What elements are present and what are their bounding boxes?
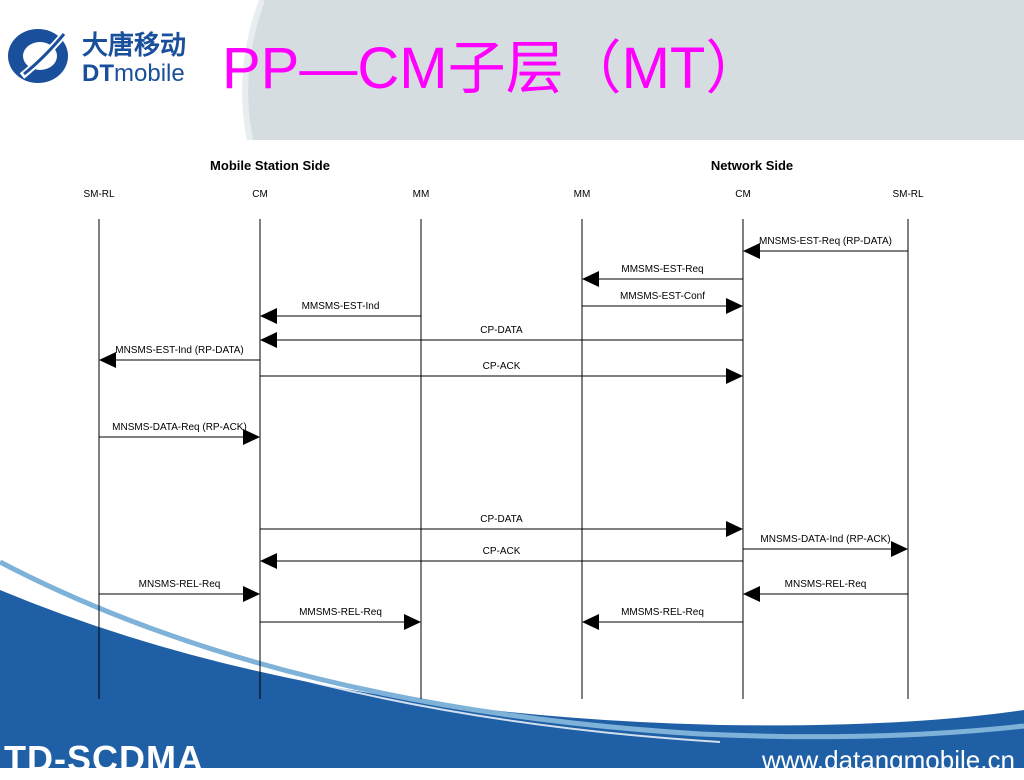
footer-background — [0, 559, 1024, 768]
message-arrow: MNSMS-DATA-Req (RP-ACK) — [99, 422, 260, 445]
message-label: CP-ACK — [483, 546, 521, 557]
message-label: CP-DATA — [480, 325, 523, 336]
message-arrow: MNSMS-REL-Req — [743, 579, 908, 602]
lane-label-cm: CM — [735, 189, 751, 200]
message-arrow: MMSMS-EST-Conf — [582, 291, 743, 314]
message-arrow: MMSMS-REL-Req — [582, 607, 743, 630]
message-arrow: MNSMS-EST-Ind (RP-DATA) — [99, 345, 260, 368]
arrowhead-icon — [743, 243, 760, 259]
arrowhead-icon — [260, 308, 277, 324]
message-arrow: MNSMS-DATA-Ind (RP-ACK) — [743, 534, 908, 557]
arrowhead-icon — [582, 271, 599, 287]
message-arrow: MMSMS-REL-Req — [260, 607, 421, 630]
message-arrow: MMSMS-EST-Ind — [260, 301, 421, 324]
arrowhead-icon — [243, 429, 260, 445]
message-arrow: CP-ACK — [260, 546, 743, 569]
message-label: MNSMS-DATA-Req (RP-ACK) — [112, 422, 247, 433]
message-label: MNSMS-DATA-Ind (RP-ACK) — [760, 534, 890, 545]
message-label: CP-ACK — [483, 361, 521, 372]
logo-mobile-text: mobile — [114, 60, 185, 87]
lane-label-sm-rl: SM-RL — [892, 189, 924, 200]
arrowhead-icon — [404, 614, 421, 630]
message-arrow: MNSMS-EST-Req (RP-DATA) — [743, 236, 908, 259]
logo-wordmark: 大唐移动 DTmobile — [82, 30, 186, 87]
logo-mark-icon — [8, 29, 69, 83]
arrowhead-icon — [243, 586, 260, 602]
network-side-label: Network Side — [711, 158, 793, 173]
message-label: MMSMS-REL-Req — [621, 607, 704, 618]
svg-text:DTmobile: DTmobile — [82, 60, 185, 87]
arrowhead-icon — [582, 614, 599, 630]
message-arrow: MMSMS-EST-Req — [582, 264, 743, 287]
footer-brand: TD-SCDMA — [4, 738, 204, 779]
message-label: MMSMS-EST-Req — [621, 264, 703, 275]
lane-label-sm-rl: SM-RL — [83, 189, 115, 200]
arrowhead-icon — [260, 553, 277, 569]
lane-label-mm: MM — [413, 189, 430, 200]
message-arrow: CP-ACK — [260, 361, 743, 384]
logo-dt-text: DT — [82, 60, 114, 87]
header: 大唐移动 DTmobile PP—CM子层（MT） — [0, 0, 1024, 140]
arrowhead-icon — [743, 586, 760, 602]
message-label: MMSMS-EST-Conf — [620, 291, 705, 302]
lane-label-cm: CM — [252, 189, 268, 200]
footer-url: www.datangmobile.cn — [762, 745, 1015, 775]
message-label: MNSMS-EST-Ind (RP-DATA) — [115, 345, 244, 356]
page-title: PP—CM子层（MT） — [222, 36, 764, 101]
arrowhead-icon — [726, 521, 743, 537]
header-background — [0, 0, 1024, 140]
arrowhead-icon — [726, 298, 743, 314]
arrowhead-icon — [260, 332, 277, 348]
message-label: MMSMS-REL-Req — [299, 607, 382, 618]
lane-label-mm: MM — [574, 189, 591, 200]
dtmobile-logo: 大唐移动 DTmobile — [0, 18, 200, 88]
arrowhead-icon — [891, 541, 908, 557]
arrowhead-icon — [726, 368, 743, 384]
mobile-station-side-label: Mobile Station Side — [210, 158, 330, 173]
message-label: MNSMS-EST-Req (RP-DATA) — [759, 236, 892, 247]
message-label: MMSMS-EST-Ind — [302, 301, 380, 312]
message-arrow: MNSMS-REL-Req — [99, 579, 260, 602]
message-arrow: CP-DATA — [260, 325, 743, 348]
message-label: CP-DATA — [480, 514, 523, 525]
message-label: MNSMS-REL-Req — [139, 579, 221, 590]
arrowhead-icon — [99, 352, 116, 368]
message-arrow: CP-DATA — [260, 514, 743, 537]
logo-cn-text: 大唐移动 — [82, 30, 186, 61]
message-label: MNSMS-REL-Req — [785, 579, 867, 590]
